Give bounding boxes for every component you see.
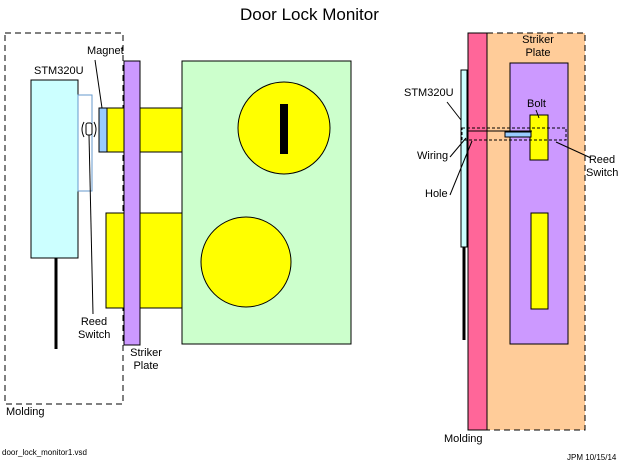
right-bolt (529, 114, 549, 161)
right-reed-switch-label-line1: Reed (588, 154, 616, 166)
right-wiring-leader (449, 137, 467, 158)
right-hole-leader (449, 140, 473, 196)
right-molding-label: Molding (444, 433, 483, 445)
right-striker-plate-label: Striker Plate (513, 34, 563, 60)
left-magnet-leader (94, 59, 103, 109)
right-device-label: STM320U (404, 87, 454, 99)
right-striker-plate-label-line2: Plate (525, 47, 551, 59)
left-reed-switch-label-line2: Switch (78, 329, 111, 341)
right-bolt-leader (535, 109, 540, 119)
left-reed-switch-label: Reed Switch (78, 316, 110, 342)
left-device-label: STM320U (34, 65, 84, 77)
diagram-title: Door Lock Monitor (240, 5, 379, 24)
right-hole-label: Hole (425, 188, 448, 200)
right-bolt-label: Bolt (527, 98, 546, 110)
right-molding (467, 32, 488, 431)
right-reed-leader (555, 141, 592, 159)
left-upper-bolt-block (105, 107, 183, 153)
left-device-side (77, 94, 93, 192)
left-magnet-label: Magnet (87, 45, 124, 57)
left-magnet (98, 107, 108, 153)
left-striker-plate-label: Striker Plate (124, 347, 168, 373)
left-striker-plate-label-line1: Striker (130, 347, 162, 359)
right-reed-switch (504, 131, 532, 138)
left-keyhole-slot (280, 104, 288, 154)
left-striker-plate (123, 60, 141, 346)
right-lower-slot (530, 212, 549, 310)
right-device (460, 69, 468, 248)
left-device-body (30, 79, 79, 259)
left-knob-circle (200, 216, 292, 308)
right-hole-channel (461, 127, 567, 141)
footer-filename: door_lock_monitor1.vsd (2, 448, 87, 457)
right-reed-switch-label: Reed Switch (586, 154, 618, 180)
left-reed-switch-symbol (85, 122, 93, 136)
right-device-leader (446, 101, 462, 121)
right-reed-switch-label-line2: Switch (586, 167, 619, 179)
left-reed-switch-label-line1: Reed (80, 316, 108, 328)
left-molding-label: Molding (6, 406, 45, 418)
left-reed-switch-bracket-r (93, 121, 97, 138)
left-reed-switch-bracket-l (81, 121, 85, 138)
right-striker-plate-label-line1: Striker (522, 34, 554, 46)
footer-signature: JPM 10/15/14 (567, 453, 617, 462)
right-wiring-label: Wiring (417, 150, 449, 162)
left-striker-plate-label-line2: Plate (133, 360, 159, 372)
left-reed-leader (88, 134, 94, 315)
left-lower-yellow-block (105, 212, 183, 309)
